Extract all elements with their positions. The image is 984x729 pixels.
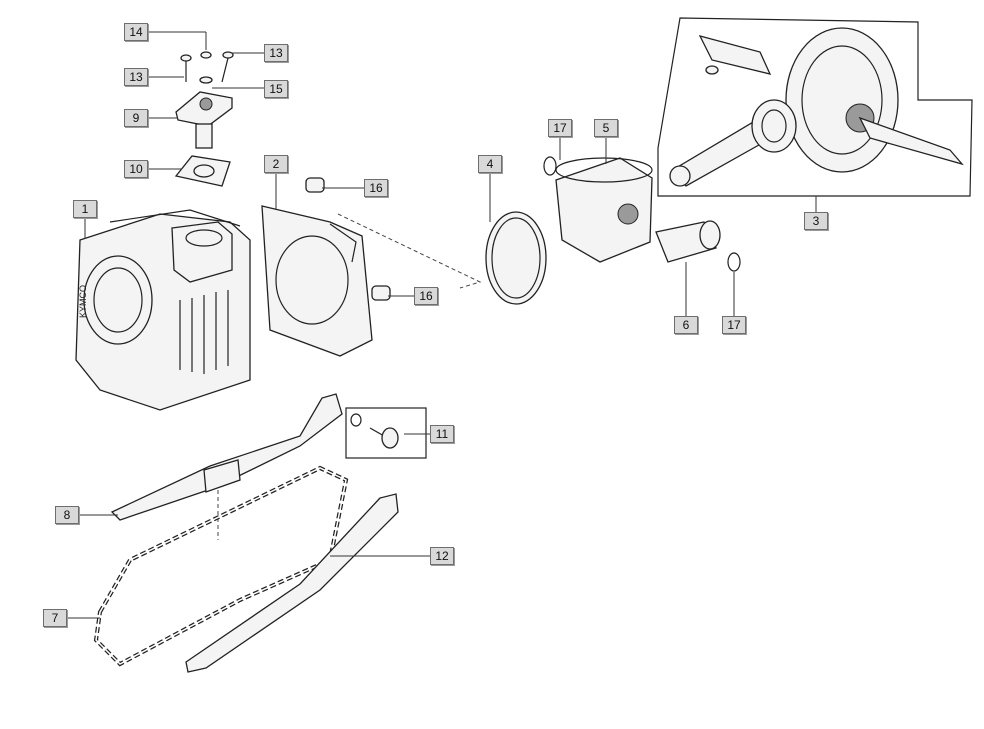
callout-13-right[interactable]: 13 xyxy=(264,44,288,62)
callout-11[interactable]: 11 xyxy=(430,425,454,443)
callout-2[interactable]: 2 xyxy=(264,155,288,173)
cam-chain-guide-8 xyxy=(110,393,343,540)
cylinder-1: KYMCO xyxy=(75,209,251,411)
alignment-line xyxy=(337,213,482,289)
crankshaft-frame xyxy=(657,17,973,197)
piston-5 xyxy=(555,157,653,263)
callout-12[interactable]: 12 xyxy=(430,547,454,565)
bolt-13-left xyxy=(180,54,192,82)
callout-13-left[interactable]: 13 xyxy=(124,68,148,86)
callout-15[interactable]: 15 xyxy=(264,80,288,98)
callout-9[interactable]: 9 xyxy=(124,109,148,127)
callout-10[interactable]: 10 xyxy=(124,160,148,178)
callout-1[interactable]: 1 xyxy=(73,200,97,218)
dowel-pin-16-upper xyxy=(305,177,325,193)
callout-8[interactable]: 8 xyxy=(55,506,79,524)
crankshaft-3 xyxy=(669,27,964,187)
callout-6[interactable]: 6 xyxy=(674,316,698,334)
callout-17-left[interactable]: 17 xyxy=(548,119,572,137)
callout-7[interactable]: 7 xyxy=(43,609,67,627)
callout-16-upper[interactable]: 16 xyxy=(364,179,388,197)
piston-pin-6 xyxy=(655,220,721,263)
cam-chain-tensioner-9 xyxy=(175,91,233,149)
callout-16-lower[interactable]: 16 xyxy=(414,287,438,305)
bolt-14 xyxy=(200,51,212,59)
guide-bolt-frame xyxy=(345,407,427,459)
chain-tensioner-slipper-12 xyxy=(185,493,399,673)
guide-bolt-11 xyxy=(350,413,399,449)
tensioner-gasket-10 xyxy=(174,155,231,187)
dowel-pin-16-lower xyxy=(371,285,391,301)
circlip-17-left xyxy=(543,156,557,176)
cam-chain-7 xyxy=(93,465,349,667)
cylinder-gasket-2 xyxy=(261,205,373,357)
callout-5[interactable]: 5 xyxy=(594,119,618,137)
piston-ring-set-4 xyxy=(485,211,547,305)
leader-lines xyxy=(66,31,817,619)
callout-3[interactable]: 3 xyxy=(804,212,828,230)
circlip-17-right xyxy=(727,252,741,272)
bolt-13-right xyxy=(221,51,234,83)
brand-mark: KYMCO xyxy=(78,285,88,318)
washer-15 xyxy=(199,76,213,84)
callout-14[interactable]: 14 xyxy=(124,23,148,41)
callout-4[interactable]: 4 xyxy=(478,155,502,173)
callout-17-right[interactable]: 17 xyxy=(722,316,746,334)
